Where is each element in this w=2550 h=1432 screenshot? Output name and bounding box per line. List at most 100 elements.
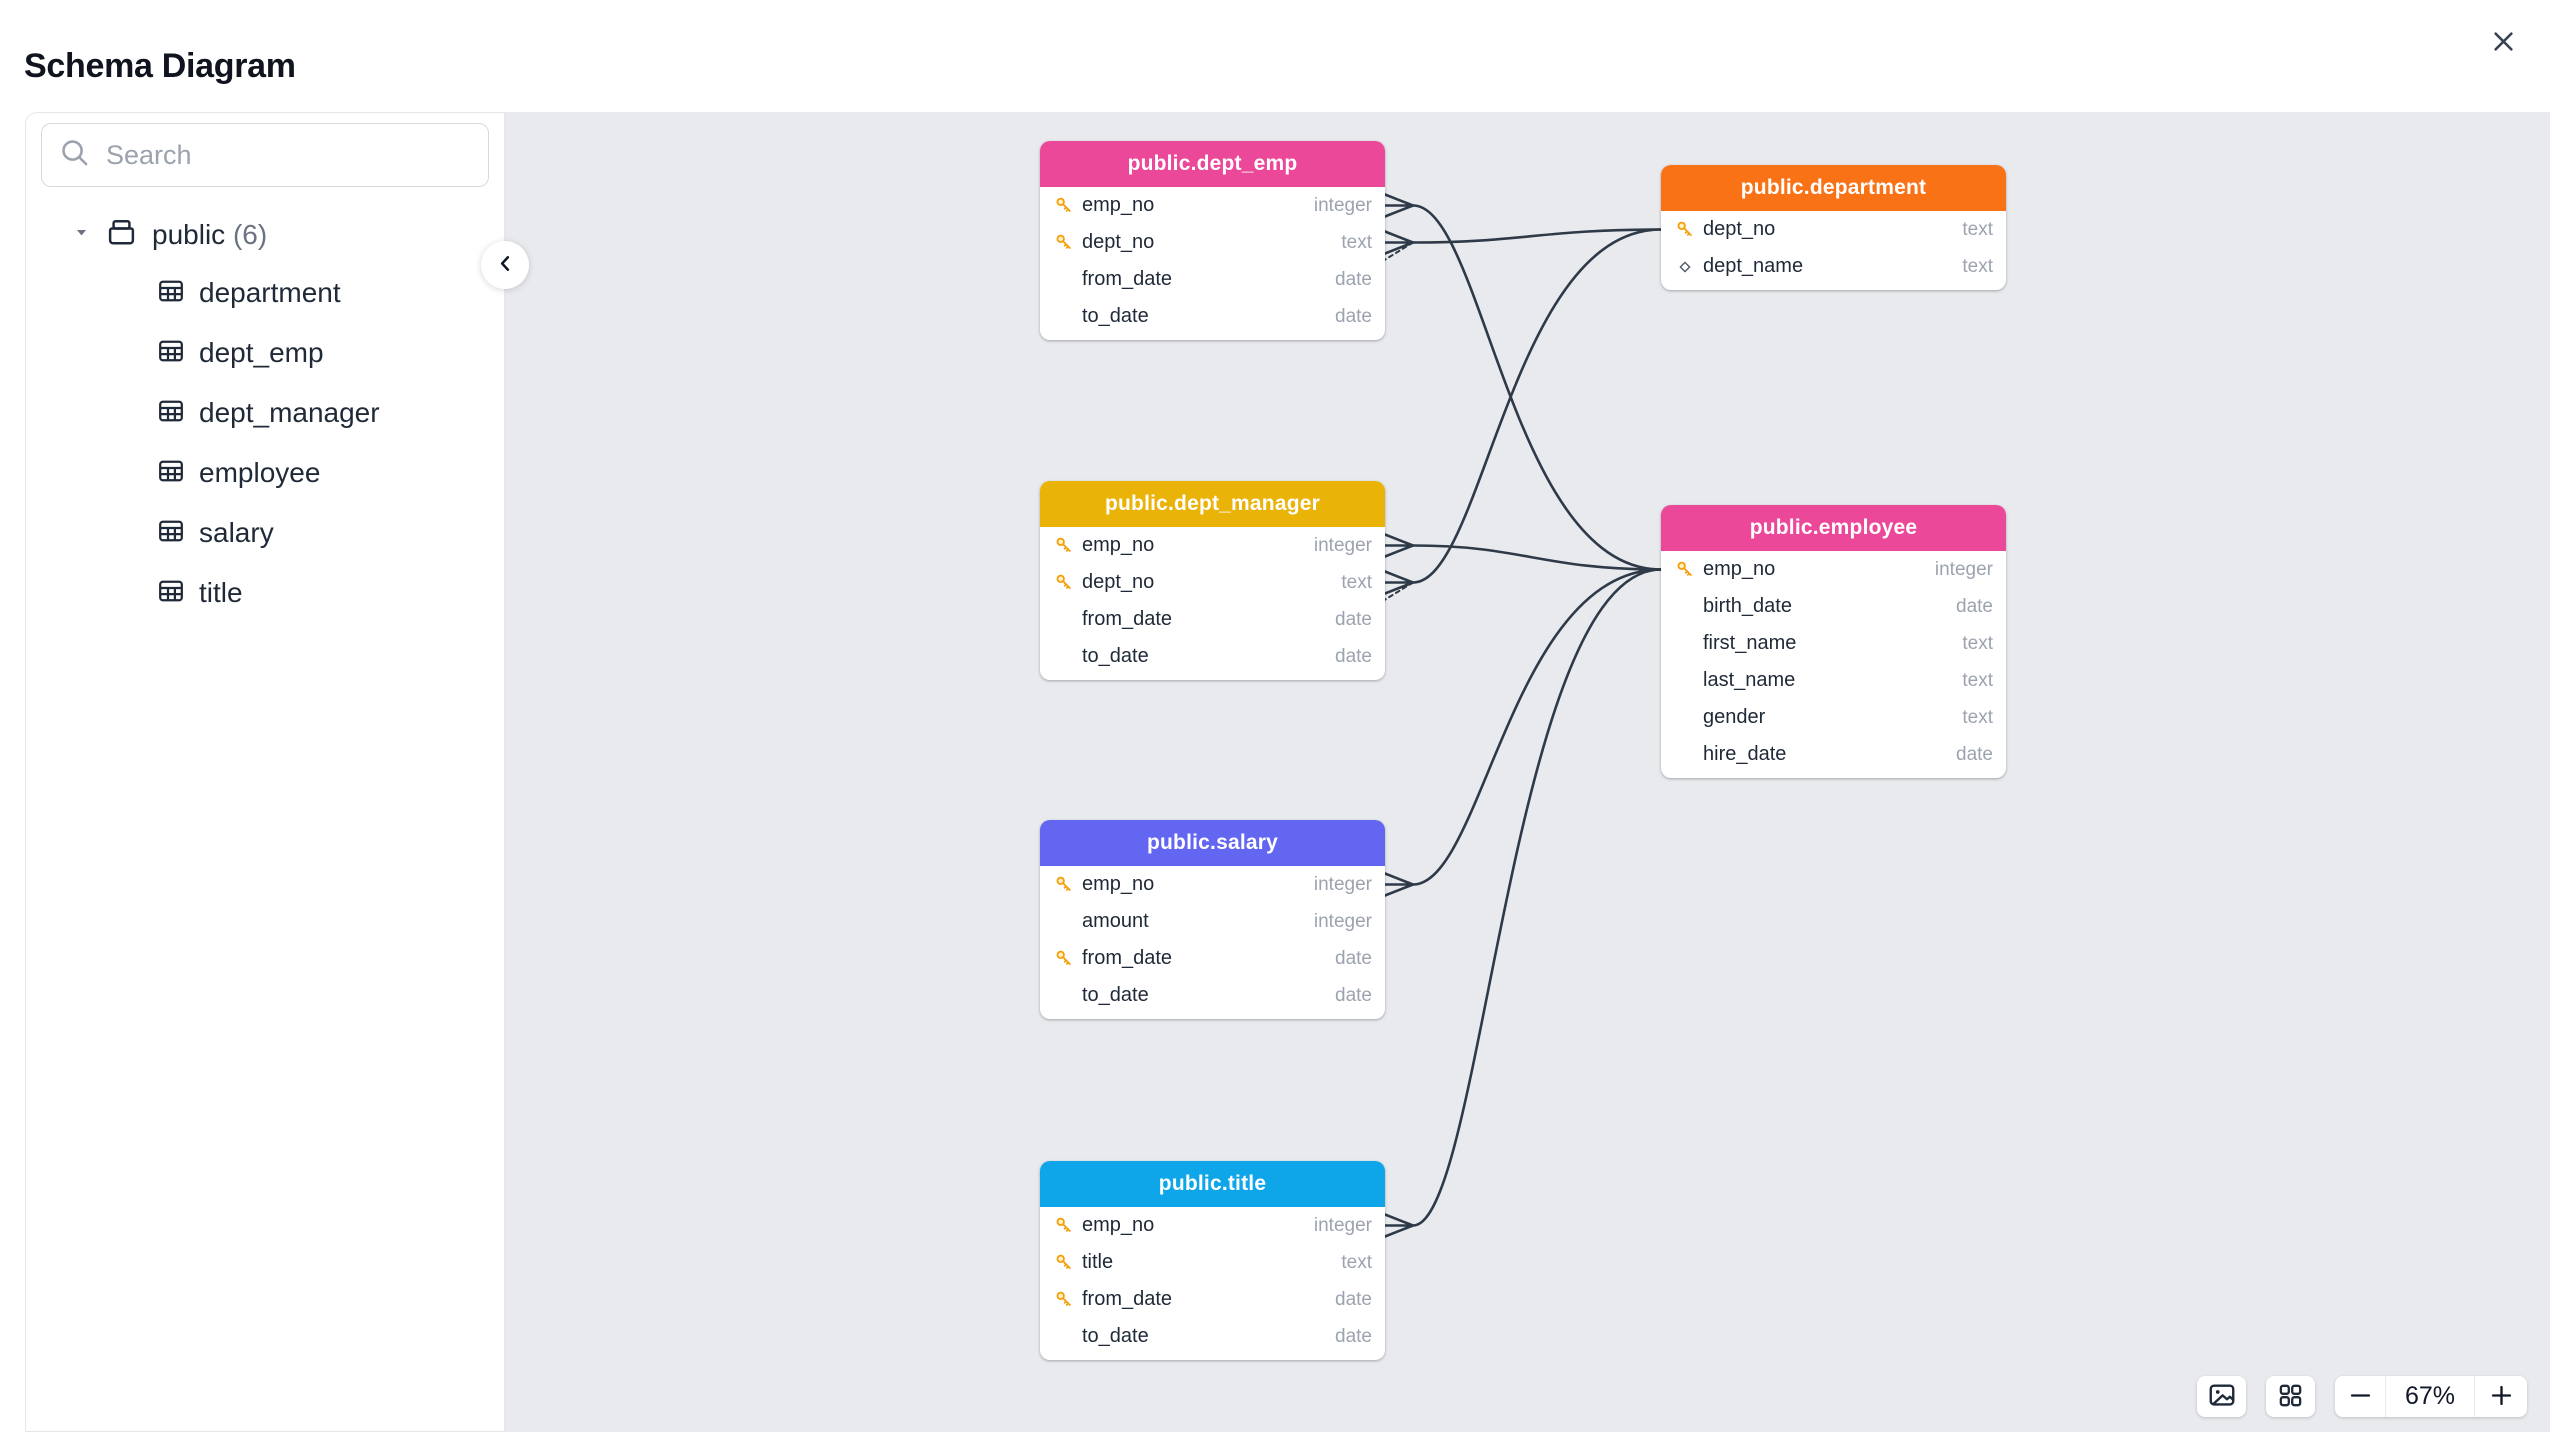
column-type: text — [1962, 669, 1993, 691]
column-icon-spacer — [1674, 744, 1696, 766]
column-name: first_name — [1703, 632, 1797, 654]
table-label: employee — [199, 457, 321, 488]
column-name: emp_no — [1703, 558, 1776, 580]
column-name: dept_name — [1703, 255, 1804, 277]
column-icon-spacer — [1053, 985, 1075, 1007]
primary-key-icon — [1053, 1252, 1075, 1274]
entity-card-header[interactable]: public.dept_emp — [1040, 141, 1385, 187]
diagram-canvas[interactable] — [505, 112, 2550, 1432]
column-name: dept_no — [1703, 218, 1776, 240]
entity-card-header[interactable]: public.title — [1040, 1161, 1385, 1207]
column-name: from_date — [1082, 608, 1173, 630]
primary-key-icon — [1053, 535, 1075, 557]
entity-card-header[interactable]: public.dept_manager — [1040, 481, 1385, 527]
column-name: dept_no — [1082, 571, 1155, 593]
column-name: emp_no — [1082, 534, 1155, 556]
sidebar-item-public-schema[interactable]: public (6) — [26, 207, 504, 263]
column-type: date — [1335, 984, 1372, 1006]
column-name: gender — [1703, 706, 1766, 728]
primary-key-icon — [1053, 1215, 1075, 1237]
column-icon-spacer — [1674, 707, 1696, 729]
schema-label: public (6) — [152, 219, 268, 250]
download-image-button[interactable] — [2197, 1376, 2246, 1417]
column-row-emp_no: emp_no integer — [1040, 527, 1385, 564]
sidebar-collapse-button[interactable] — [481, 241, 529, 289]
sidebar-item-dept_manager[interactable]: dept_manager — [26, 383, 504, 443]
sidebar-item-title[interactable]: title — [26, 563, 504, 623]
sidebar-item-salary[interactable]: salary — [26, 503, 504, 563]
chevron-left-icon — [494, 252, 517, 278]
column-type: date — [1335, 1325, 1372, 1347]
close-icon — [2490, 28, 2517, 58]
primary-key-icon — [1053, 948, 1075, 970]
entity-card-header[interactable]: public.department — [1661, 165, 2006, 211]
schema-table-list: department dept_emp dept_manager employee sa… — [26, 263, 504, 623]
column-type: date — [1956, 595, 1993, 617]
column-icon-spacer — [1053, 1326, 1075, 1348]
column-type: integer — [1313, 534, 1372, 556]
primary-key-icon — [1053, 572, 1075, 594]
column-icon-spacer — [1674, 596, 1696, 618]
zoom-level-label: 67% — [2385, 1376, 2475, 1417]
column-type: text — [1962, 632, 1993, 654]
column-icon-spacer — [1053, 911, 1075, 933]
zoom-in-button[interactable] — [2475, 1376, 2527, 1417]
zoom-out-button[interactable] — [2335, 1376, 2385, 1417]
page-title: Schema Diagram — [24, 46, 296, 85]
entity-card-header[interactable]: public.employee — [1661, 505, 2006, 551]
entity-card-header[interactable]: public.salary — [1040, 820, 1385, 866]
column-name: from_date — [1082, 268, 1173, 290]
primary-key-icon — [1674, 219, 1696, 241]
search-input[interactable] — [104, 138, 471, 172]
close-button[interactable] — [2480, 20, 2526, 66]
column-icon-spacer — [1053, 609, 1075, 631]
column-type: date — [1335, 947, 1372, 969]
column-name: to_date — [1082, 984, 1149, 1006]
dialog-header: Schema Diagram — [0, 0, 2550, 112]
sidebar-item-department[interactable]: department — [26, 263, 504, 323]
sidebar-item-employee[interactable]: employee — [26, 443, 504, 503]
unique-diamond-icon — [1674, 256, 1696, 278]
column-type: text — [1962, 706, 1993, 728]
caret-down-icon[interactable] — [72, 223, 91, 247]
column-name: from_date — [1082, 947, 1173, 969]
table-icon — [156, 456, 186, 491]
schema-box-icon — [105, 216, 138, 254]
column-name: amount — [1082, 910, 1149, 932]
column-icon-spacer — [1674, 670, 1696, 692]
primary-key-icon — [1053, 232, 1075, 254]
column-name: title — [1082, 1251, 1114, 1273]
table-label: dept_emp — [199, 337, 324, 368]
column-type: date — [1335, 305, 1372, 327]
column-row-to_date: to_date date — [1040, 977, 1385, 1014]
column-type: text — [1341, 231, 1372, 253]
column-row-from_date: from_date date — [1040, 940, 1385, 977]
auto-layout-button[interactable] — [2266, 1376, 2315, 1417]
column-icon-spacer — [1053, 306, 1075, 328]
column-icon-spacer — [1053, 269, 1075, 291]
schema-tree: public (6) department dept_emp dept_manage… — [26, 207, 504, 623]
minus-icon — [2347, 1382, 2374, 1412]
primary-key-icon — [1674, 559, 1696, 581]
sidebar-item-dept_emp[interactable]: dept_emp — [26, 323, 504, 383]
column-type: date — [1956, 743, 1993, 765]
column-name: to_date — [1082, 305, 1149, 327]
zoom-control-group: 67% — [2335, 1376, 2527, 1417]
